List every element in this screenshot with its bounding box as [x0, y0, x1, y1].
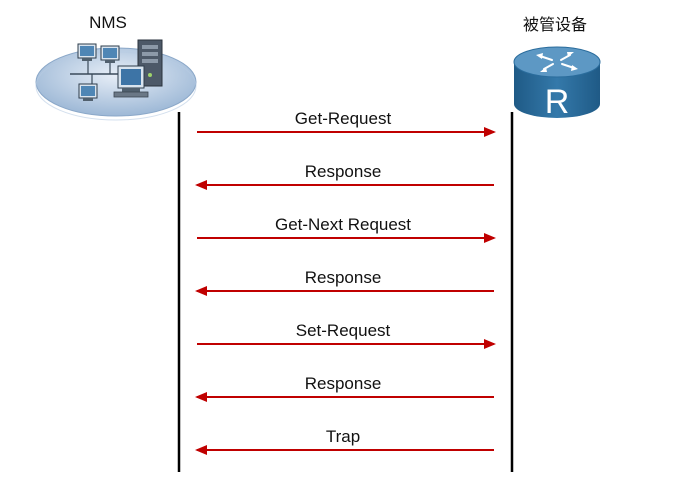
- message-label: Response: [305, 268, 382, 287]
- svg-text:R: R: [545, 83, 570, 121]
- message-label: Set-Request: [296, 321, 391, 340]
- message-5: Set-Request: [197, 321, 496, 349]
- managed-device-label: 被管设备: [523, 15, 587, 34]
- message-3: Get-Next Request: [197, 215, 496, 243]
- message-label: Trap: [326, 427, 360, 446]
- message-1: Get-Request: [197, 109, 496, 137]
- message-4: Response: [195, 268, 494, 296]
- router-icon: R: [513, 46, 601, 121]
- message-label: Response: [305, 162, 382, 181]
- message-label: Get-Next Request: [275, 215, 411, 234]
- message-6: Response: [195, 374, 494, 402]
- nms-label: NMS: [89, 13, 127, 32]
- message-label: Get-Request: [295, 109, 392, 128]
- message-2: Response: [195, 162, 494, 190]
- message-label: Response: [305, 374, 382, 393]
- message-7: Trap: [195, 427, 494, 455]
- network-management-station-icon: [35, 39, 197, 121]
